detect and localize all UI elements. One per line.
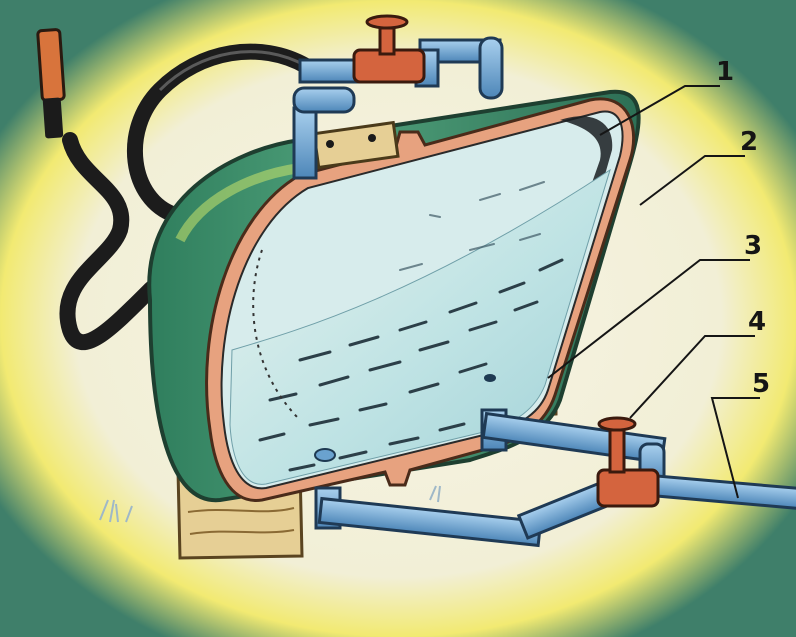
callout-2: 2 xyxy=(740,127,758,157)
callout-5: 5 xyxy=(752,369,770,399)
callout-1: 1 xyxy=(716,57,734,87)
callout-4: 4 xyxy=(748,307,766,337)
callout-3: 3 xyxy=(744,231,762,261)
